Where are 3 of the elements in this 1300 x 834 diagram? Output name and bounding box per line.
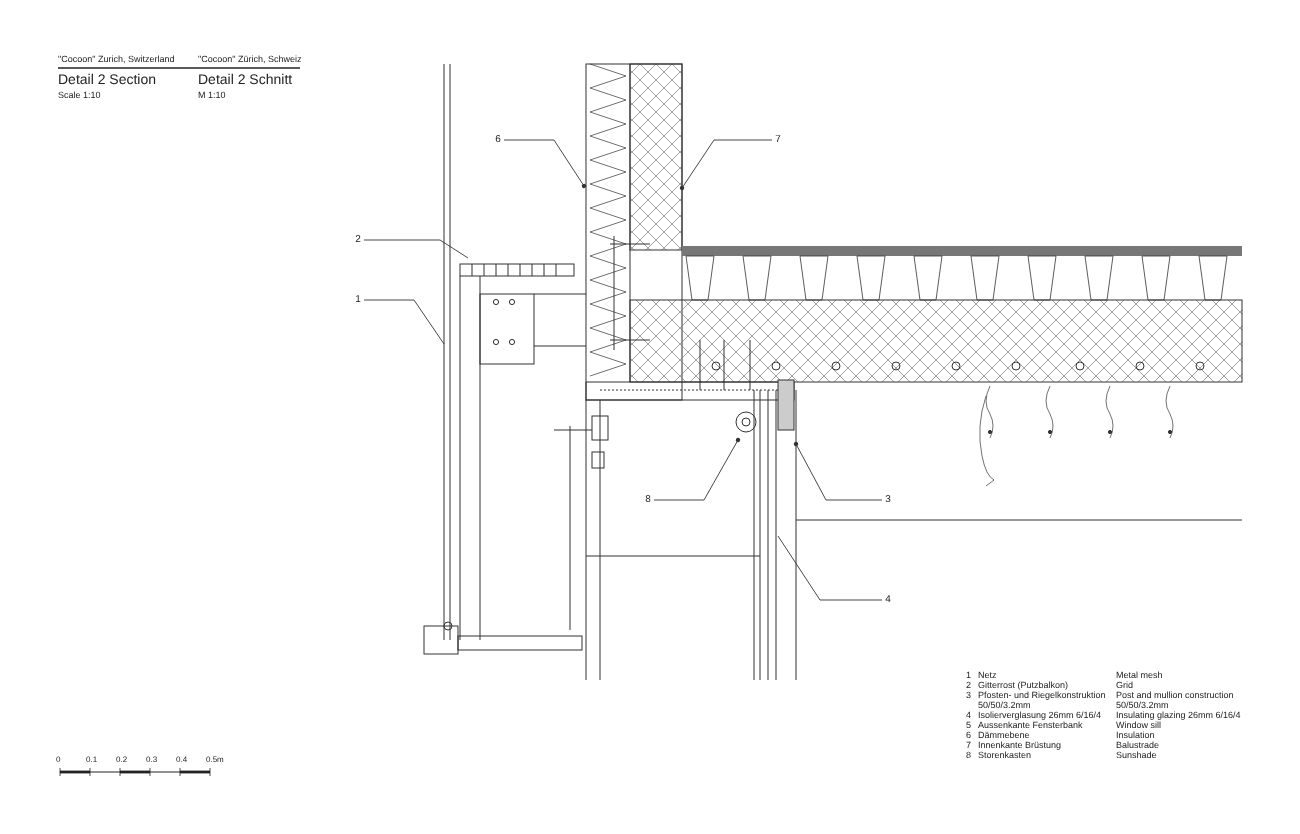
leader-line bbox=[363, 299, 445, 345]
leader-line bbox=[363, 239, 469, 259]
leader-line bbox=[777, 535, 883, 601]
